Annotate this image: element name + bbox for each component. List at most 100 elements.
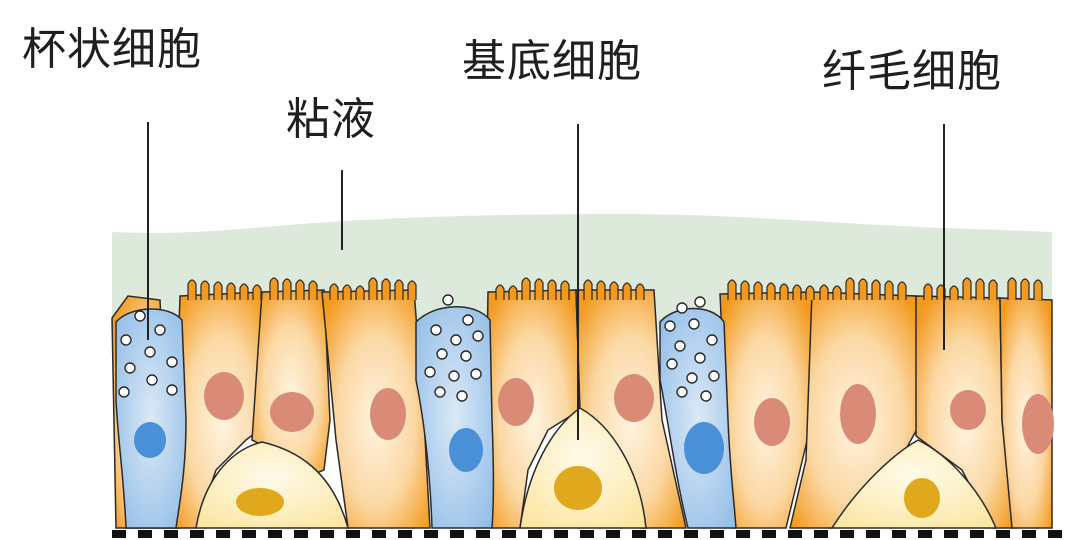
mucus-granule — [706, 334, 718, 346]
ciliated-nucleus — [754, 398, 790, 446]
mucus-granule — [146, 374, 158, 386]
mucus-granule — [462, 314, 474, 326]
goblet-nuclei — [134, 422, 724, 474]
mucus-granule — [688, 318, 700, 330]
ciliated-nucleus — [614, 374, 654, 422]
goblet-cell — [415, 306, 495, 529]
mucus-granule — [708, 370, 720, 382]
ciliated-nucleus — [840, 384, 876, 444]
membrane-dash — [840, 530, 854, 538]
basal-nuclei — [236, 466, 940, 518]
mucus-granule — [472, 330, 484, 342]
basal-cell — [195, 441, 349, 529]
mucus-granule — [166, 384, 178, 396]
membrane-dash — [892, 530, 906, 538]
cilium — [508, 285, 518, 300]
cilium — [534, 278, 544, 300]
mucus-granule — [676, 302, 688, 314]
cilium — [884, 280, 894, 300]
membrane-dash — [710, 530, 724, 538]
cilium — [1007, 277, 1017, 300]
cilium — [845, 277, 855, 300]
cilium — [329, 283, 339, 300]
mucus-granule — [686, 372, 698, 384]
mucus-granule — [450, 334, 462, 346]
cilium — [560, 280, 570, 300]
mucus-granule — [674, 340, 686, 352]
cilium — [282, 278, 292, 300]
membrane-dash — [1022, 530, 1036, 538]
cilium — [635, 283, 645, 300]
mucus-granule — [436, 348, 448, 360]
mucus-granule — [442, 294, 454, 306]
membrane-dash — [112, 530, 126, 538]
cilium — [962, 277, 972, 300]
mucus-granule — [664, 320, 676, 332]
membrane-dash — [632, 530, 646, 538]
membrane-dash — [320, 530, 334, 538]
mucus-granule — [124, 362, 136, 374]
membrane-dash — [736, 530, 750, 538]
membrane-dash — [190, 530, 204, 538]
membrane-dash — [294, 530, 308, 538]
membrane-dash — [138, 530, 152, 538]
mucus-granule — [694, 296, 706, 308]
mucus-granule — [456, 390, 468, 402]
membrane-dash — [216, 530, 230, 538]
mucus-granules — [118, 294, 720, 402]
membrane-dash — [424, 530, 438, 538]
membrane-dash — [970, 530, 984, 538]
membrane-dash — [242, 530, 256, 538]
cilium — [200, 280, 210, 300]
cilium — [609, 281, 619, 300]
cilia — [187, 277, 1043, 300]
ciliated-nucleus — [370, 388, 406, 440]
cilium — [187, 279, 197, 300]
cilium — [766, 282, 776, 300]
cilium — [368, 277, 378, 300]
cilium — [295, 279, 305, 300]
membrane-dash — [502, 530, 516, 538]
ciliated-cell-label: 纤毛细胞 — [822, 46, 1002, 97]
cilium — [897, 281, 907, 300]
membrane-dash — [164, 530, 178, 538]
basal-nucleus — [904, 478, 940, 518]
cilium — [975, 278, 985, 300]
cilium — [407, 280, 417, 300]
cilium — [779, 283, 789, 300]
membrane-dash — [658, 530, 672, 538]
cilium — [394, 279, 404, 300]
ciliated-nuclei — [204, 372, 1054, 454]
membrane-dash — [684, 530, 698, 538]
cilium — [740, 280, 750, 300]
cilium — [1020, 278, 1030, 300]
membrane-dash — [944, 530, 958, 538]
mucus-granule — [166, 356, 178, 368]
cilium — [381, 278, 391, 300]
cilium — [495, 284, 505, 300]
membrane-dash — [1048, 530, 1062, 538]
cilium — [521, 277, 531, 300]
cilium — [308, 280, 318, 300]
ciliated-nucleus — [950, 390, 986, 430]
cilium — [792, 284, 802, 300]
mucus-label: 粘液 — [286, 94, 376, 145]
basal-cell-label: 基底细胞 — [462, 36, 642, 87]
membrane-dash — [528, 530, 542, 538]
cilium — [988, 279, 998, 300]
membrane-dash — [606, 530, 620, 538]
mucus-granule — [120, 334, 132, 346]
membrane-dash — [788, 530, 802, 538]
membrane-dash — [346, 530, 360, 538]
ciliated-nucleus — [270, 392, 314, 432]
cilium — [342, 284, 352, 300]
basal-nucleus — [236, 488, 284, 516]
mucus-granule — [118, 386, 130, 398]
goblet-nucleus — [449, 428, 483, 472]
cilium — [832, 285, 842, 300]
membrane-dash — [580, 530, 594, 538]
cilium — [1033, 279, 1043, 300]
goblet-cell — [659, 307, 737, 529]
mucus-granule — [430, 324, 442, 336]
